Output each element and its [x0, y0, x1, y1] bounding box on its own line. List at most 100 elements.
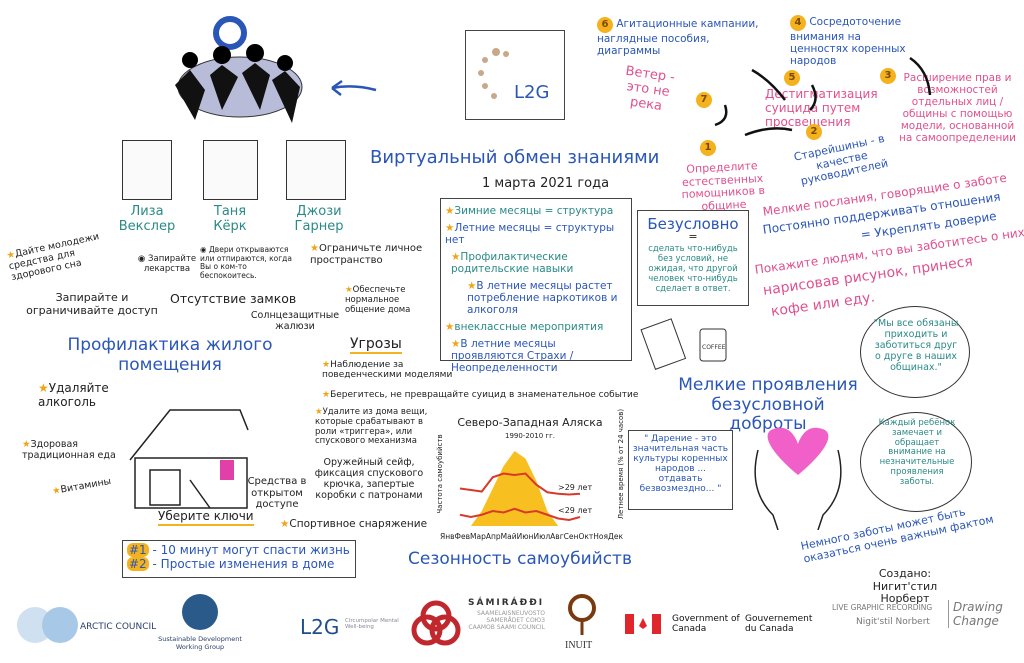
- logo-gov-canada: Government of Canada: [672, 614, 740, 634]
- home-tip: Запирайте и ограничивайте доступ: [26, 291, 158, 317]
- logo-inuit: INUIT: [565, 640, 593, 651]
- cycle-number-7: 7: [696, 92, 712, 108]
- month-tick: Апр: [485, 532, 501, 541]
- l2g-logo: L2G: [465, 30, 565, 120]
- threats-heading: Угрозы: [350, 336, 402, 355]
- quote-child: Каждый ребёнок замечает и обращает внима…: [878, 418, 956, 487]
- seasonality-chart: >29 лет <29 лет: [459, 451, 592, 526]
- speech-bubble-child: Каждый ребёнок замечает и обращает внима…: [860, 412, 972, 512]
- cycle-number-2: 2: [806, 124, 822, 140]
- cycle-item-2: Старейшины - в качестве руководителей: [792, 131, 890, 189]
- unconditional-text: сделать что-нибудь без условий, не ожида…: [648, 244, 738, 294]
- seasonal-notes-box: ★Зимние месяцы = структура ★Летние месяц…: [440, 198, 632, 374]
- series-label: >29 лет: [558, 483, 592, 492]
- l2g-logo-text: L2G: [514, 82, 550, 103]
- chart-subtitle: 1990-2010 гг.: [505, 432, 555, 440]
- logo-l2g-sub: Circumpolar Mental Well-being: [345, 618, 399, 630]
- tip-text: - Простые изменения в доме: [152, 557, 335, 571]
- home-tip: ★Берегитесь, не превращайте суицид в зна…: [322, 390, 639, 400]
- note-item: Зимние месяцы = структура: [454, 205, 614, 217]
- canada-flag-icon: [625, 614, 661, 634]
- home-tip: ★Удалите из дома вещи, которые срабатыва…: [315, 407, 428, 447]
- credit: Создано:Нигит'стил Норберт: [850, 567, 960, 606]
- home-tip: ★Обеспечьте нормальное общение дома: [345, 285, 411, 315]
- card-and-coffee-icon: COFFEE: [640, 318, 727, 370]
- quote-community: "Мы все обязаны приходить и заботиться д…: [873, 318, 959, 373]
- month-tick: Мар: [470, 532, 486, 541]
- speech-bubble-community: "Мы все обязаны приходить и заботиться д…: [860, 306, 970, 398]
- note-item: В летние месяцы проявляются Страхи / Нео…: [451, 338, 574, 374]
- gift-quote-text: " Дарение - это значительная часть культ…: [632, 434, 729, 494]
- logo-drawing-change: Drawing Change: [948, 600, 1008, 628]
- daylight-area: [460, 451, 580, 526]
- people-logo-icon: [175, 16, 303, 123]
- house-drawing-icon: [129, 409, 249, 509]
- cycle-item-3: Расширение прав и возможностей отдельных…: [898, 72, 1016, 145]
- portrait-lisa: [122, 140, 172, 200]
- note-item: внеклассные мероприятия: [454, 321, 604, 333]
- chart-title: Северо-Западная Аляска: [457, 416, 603, 429]
- presenter-name: Лиза Векслер: [118, 204, 176, 234]
- arctic-council-logo-icon: [17, 607, 78, 643]
- tips-box: #1 - 10 минут могут спасти жизнь #2 - Пр…: [122, 540, 356, 578]
- logo-saami: SÁMIRÁÐÐI: [468, 598, 545, 608]
- home-section-title: Профилактика жилого помещения: [67, 335, 273, 375]
- chart-ylabel: Частота самоубийств: [435, 434, 444, 514]
- home-tip: ★Спортивное снаряжение: [280, 518, 428, 530]
- home-tip: ★Витамины: [51, 475, 112, 498]
- home-tip: ★Дайте молодежи средства для здорового с…: [5, 231, 101, 283]
- month-tick: Июл: [533, 532, 551, 541]
- cycle-number-1: 1: [700, 140, 716, 156]
- dots-icon: [478, 48, 509, 99]
- home-tip: ★Здоровая традиционная еда: [22, 439, 116, 461]
- heart-in-hands-icon: [754, 427, 842, 530]
- coffee-label: COFFEE: [702, 344, 726, 351]
- gift-quote: " Дарение - это значительная часть культ…: [628, 430, 733, 510]
- cycle-item-4: 4 Сосредоточение внимания на ценностях к…: [790, 15, 906, 68]
- month-tick: Окт: [578, 532, 594, 541]
- series-label: <29 лет: [558, 506, 592, 515]
- month-tick: Авг: [550, 532, 564, 541]
- series-line: [459, 507, 581, 522]
- unconditional-note: Безусловно = сделать что-нибудь без усло…: [637, 210, 749, 306]
- logo-gouv-canada: Gouvernement du Canada: [745, 614, 813, 634]
- home-tip: ◉ Двери открываются или отпираются, когд…: [200, 245, 292, 280]
- cycle-number-3: 3: [880, 68, 896, 84]
- equals-sign: =: [688, 230, 698, 243]
- month-tick: Ноя: [593, 532, 608, 541]
- logo-live-recording: LIVE GRAPHIC RECORDING: [832, 603, 933, 612]
- date: 1 марта 2021 года: [482, 176, 610, 191]
- unconditional-title: Безусловно: [647, 215, 739, 233]
- portrait-tanya: [203, 140, 258, 200]
- home-tip: ◉ Запирайте лекарства: [137, 254, 197, 274]
- credit-name: Нигит'стил Норберт: [872, 579, 938, 606]
- home-tip: ★Ограничьте личное пространство: [310, 243, 423, 266]
- home-tip: ★Удаляйте алкоголь: [38, 381, 109, 409]
- presenter-name: Джози Гарнер: [294, 204, 344, 234]
- cycle-item-6: 6 Агитационные кампании, наглядные пособ…: [597, 17, 759, 58]
- home-tip: ★Наблюдение за поведенческими моделями: [322, 360, 453, 381]
- home-tip: Уберите ключи: [158, 509, 254, 526]
- month-tick: Фев: [454, 532, 471, 541]
- month-tick: Дек: [608, 532, 624, 541]
- saami-logo-icon: [411, 600, 461, 646]
- home-tip: Солнцезащитные жалюзи: [250, 310, 340, 332]
- chart-caption: Сезонность самоубийств: [408, 549, 632, 569]
- tip-badge: #2: [127, 557, 149, 571]
- tip-text: - 10 минут могут спасти жизнь: [152, 543, 350, 557]
- note-item: Летние месяцы = структуры нет: [445, 222, 615, 246]
- cycle-arrows-icon: [714, 56, 932, 137]
- kindness-title: Мелкие проявления безусловной доброты: [678, 375, 858, 435]
- sdwg-logo-icon: [182, 594, 218, 630]
- logo-sdwg: Sustainable Development Working Group: [158, 635, 242, 651]
- month-tick: Янв: [440, 532, 455, 541]
- month-tick: Июн: [516, 532, 534, 541]
- logo-nigitstil: Nigit'stil Norbert: [856, 617, 930, 627]
- series-line: [459, 472, 581, 496]
- portrait-josie: [286, 140, 346, 200]
- month-tick: Май: [500, 532, 517, 541]
- note-item: Профилактические родительские навыки: [451, 251, 574, 275]
- arrow-left-icon: [331, 79, 377, 96]
- cycle-number-5: 5: [784, 70, 800, 86]
